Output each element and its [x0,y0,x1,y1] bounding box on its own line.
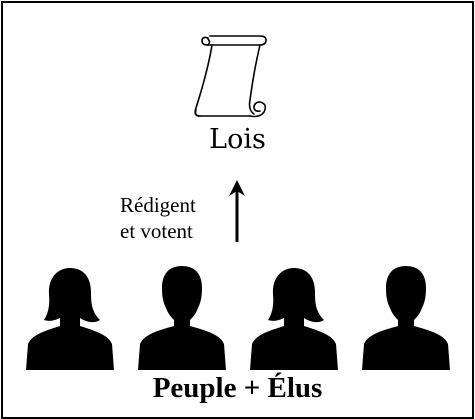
woman-silhouette-icon [250,268,338,370]
relation-label: Rédigent et votent [120,192,230,244]
relation-label-line2: et votent [120,219,193,243]
man-silhouette-icon [362,266,450,370]
laws-label: Lois [209,124,266,155]
relation-label-line1: Rédigent [120,193,196,217]
group-label: Peuple + Élus [152,372,323,404]
woman-silhouette-icon [26,268,114,370]
people-group [20,262,460,372]
man-silhouette-icon [138,266,226,370]
scroll-icon [194,35,267,118]
arrow-up-icon [229,180,245,242]
